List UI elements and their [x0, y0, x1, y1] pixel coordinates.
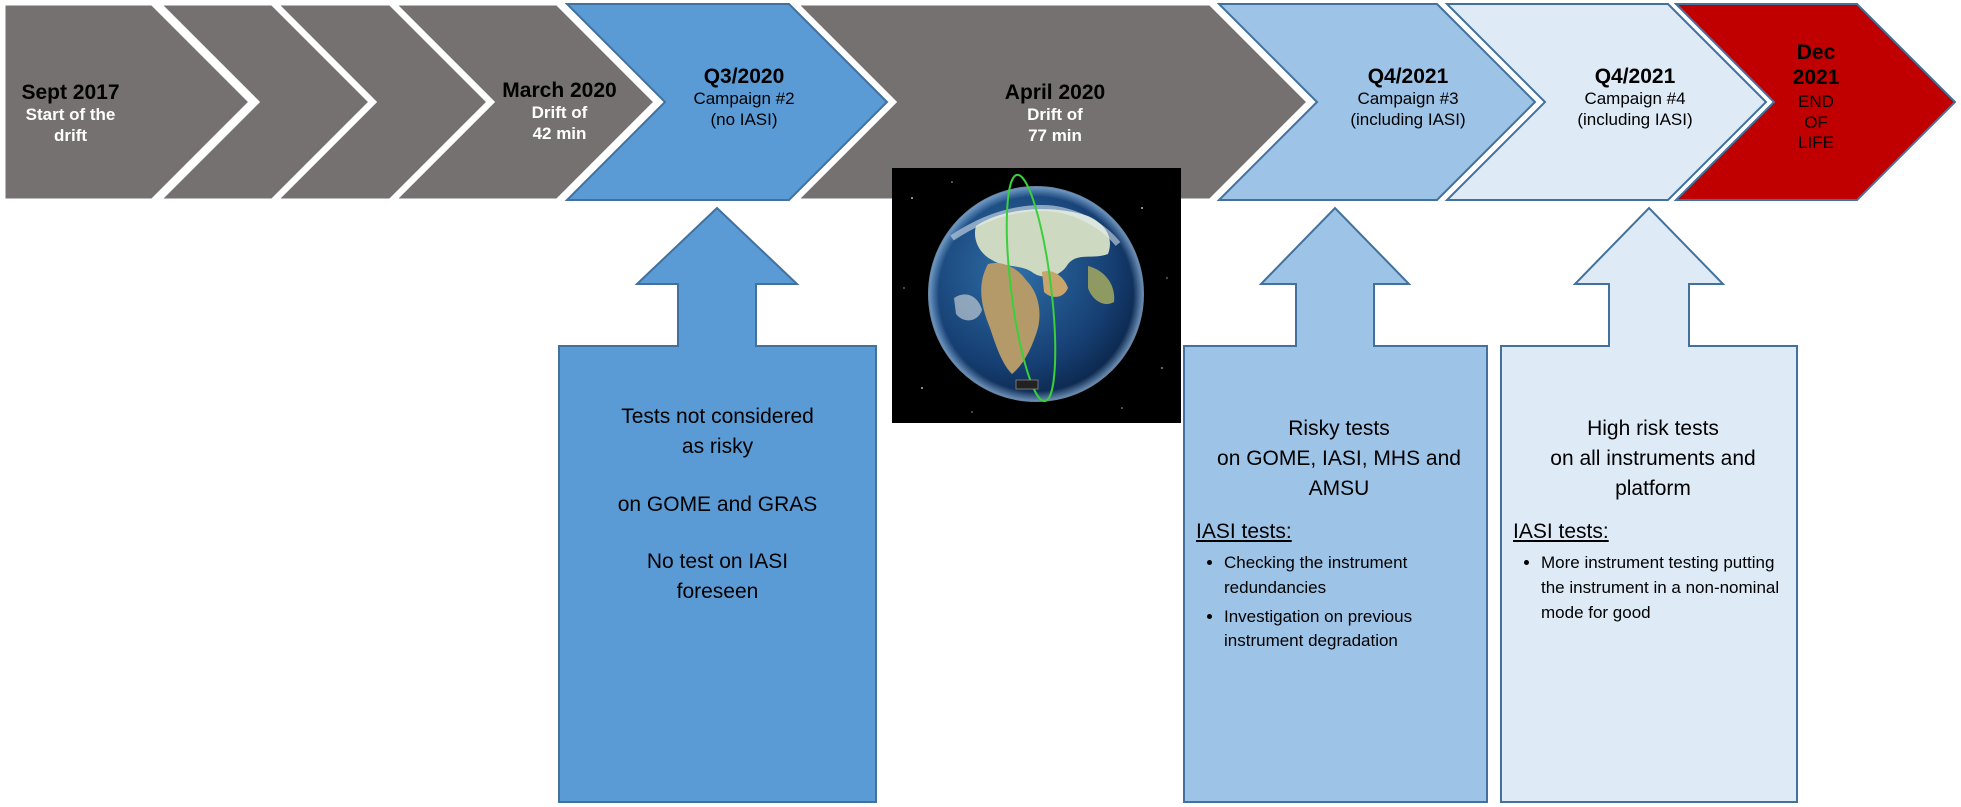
- label-sub-1: Campaign #4: [1584, 89, 1686, 109]
- label-march-2020: March 2020 Drift of 42 min: [492, 78, 627, 144]
- callout-campaign2: [558, 206, 877, 803]
- bullet-item: More instrument testing putting the inst…: [1541, 551, 1793, 625]
- callout-campaign4: [1500, 206, 1798, 803]
- campaign4-text: High risk tests on all instruments and p…: [1513, 414, 1793, 629]
- box-line: No test on IASI: [646, 550, 789, 574]
- callout-campaign3: [1183, 206, 1488, 803]
- label-sub-2: (including IASI): [1577, 109, 1693, 129]
- box-line: Risky tests: [1288, 417, 1390, 440]
- label-sub-1: Campaign #3: [1357, 89, 1459, 109]
- label-dec-2021: Dec 2021 END OF LIFE: [1782, 40, 1850, 154]
- label-title: Q4/2021: [1594, 65, 1676, 88]
- box-line: High risk tests: [1587, 417, 1719, 440]
- box-line: on all instruments and: [1550, 446, 1756, 470]
- label-q4-2021-b: Q4/2021 Campaign #4 (including IASI): [1545, 64, 1725, 130]
- box-heading: IASI tests:: [1196, 520, 1292, 544]
- label-title: Sept 2017: [21, 81, 120, 104]
- label-sub-1: Campaign #2: [693, 89, 795, 109]
- label-title: Q3/2020: [703, 65, 785, 88]
- label-sub-3: LIFE: [1798, 133, 1834, 153]
- label-sub-2: (no IASI): [710, 109, 778, 129]
- earth-globe-orbit-icon: [892, 168, 1181, 423]
- box-line: as risky: [681, 434, 754, 458]
- campaign3-text: Risky tests on GOME, IASI, MHS and AMSU …: [1196, 414, 1482, 658]
- label-sub-2: (including IASI): [1350, 109, 1466, 129]
- chevron-dec-2021: [1673, 3, 1957, 201]
- chevron-q4-2021-a: [1216, 3, 1537, 201]
- box-line: AMSU: [1308, 476, 1370, 500]
- box-line: on GOME, IASI, MHS and: [1217, 446, 1461, 470]
- bullet-list: More instrument testing putting the inst…: [1513, 551, 1793, 625]
- chevron-q4-2021-b: [1444, 3, 1768, 201]
- chevron-april-2020: [793, 2, 1311, 202]
- label-title: March 2020: [502, 79, 617, 102]
- label-sub-2: OF: [1804, 112, 1828, 132]
- label-sub-1: Drift of: [531, 103, 588, 123]
- chevron-q3-2020: [564, 3, 889, 201]
- label-sub-2: 77 min: [1028, 125, 1082, 145]
- chevron-sept-2017: [2, 2, 253, 202]
- label-sept-2017: Sept 2017 Start of the drift: [4, 80, 137, 146]
- chevron-blank-1: [156, 2, 373, 202]
- box-line: Tests not considered: [621, 405, 814, 428]
- box-line: platform: [1615, 476, 1691, 500]
- label-q3-2020: Q3/2020 Campaign #2 (no IASI): [658, 64, 830, 130]
- label-title: Dec 2021: [1792, 41, 1840, 90]
- bullet-item: Checking the instrument redundancies: [1224, 551, 1482, 600]
- box-line: on GOME and GRAS: [617, 492, 818, 516]
- label-q4-2021-a: Q4/2021 Campaign #3 (including IASI): [1318, 64, 1498, 130]
- label-title: April 2020: [1004, 81, 1106, 104]
- label-sub-2: drift: [53, 125, 88, 145]
- label-sub-2: 42 min: [532, 123, 587, 143]
- label-sub-1: Start of the: [25, 105, 116, 125]
- label-sub-1: END: [1798, 92, 1834, 112]
- label-april-2020: April 2020 Drift of 77 min: [960, 80, 1150, 146]
- label-sub-1: Drift of: [1027, 105, 1083, 125]
- label-title: Q4/2021: [1367, 65, 1449, 88]
- bullet-item: Investigation on previous instrument deg…: [1224, 605, 1482, 654]
- chevron-march-2020: [391, 2, 658, 202]
- bullet-list: Checking the instrument redundancies Inv…: [1196, 551, 1482, 654]
- box-heading: IASI tests:: [1513, 520, 1609, 544]
- box-line: foreseen: [676, 580, 759, 604]
- chevron-blank-2: [273, 2, 491, 202]
- campaign2-text: Tests not considered as risky on GOME an…: [559, 402, 876, 607]
